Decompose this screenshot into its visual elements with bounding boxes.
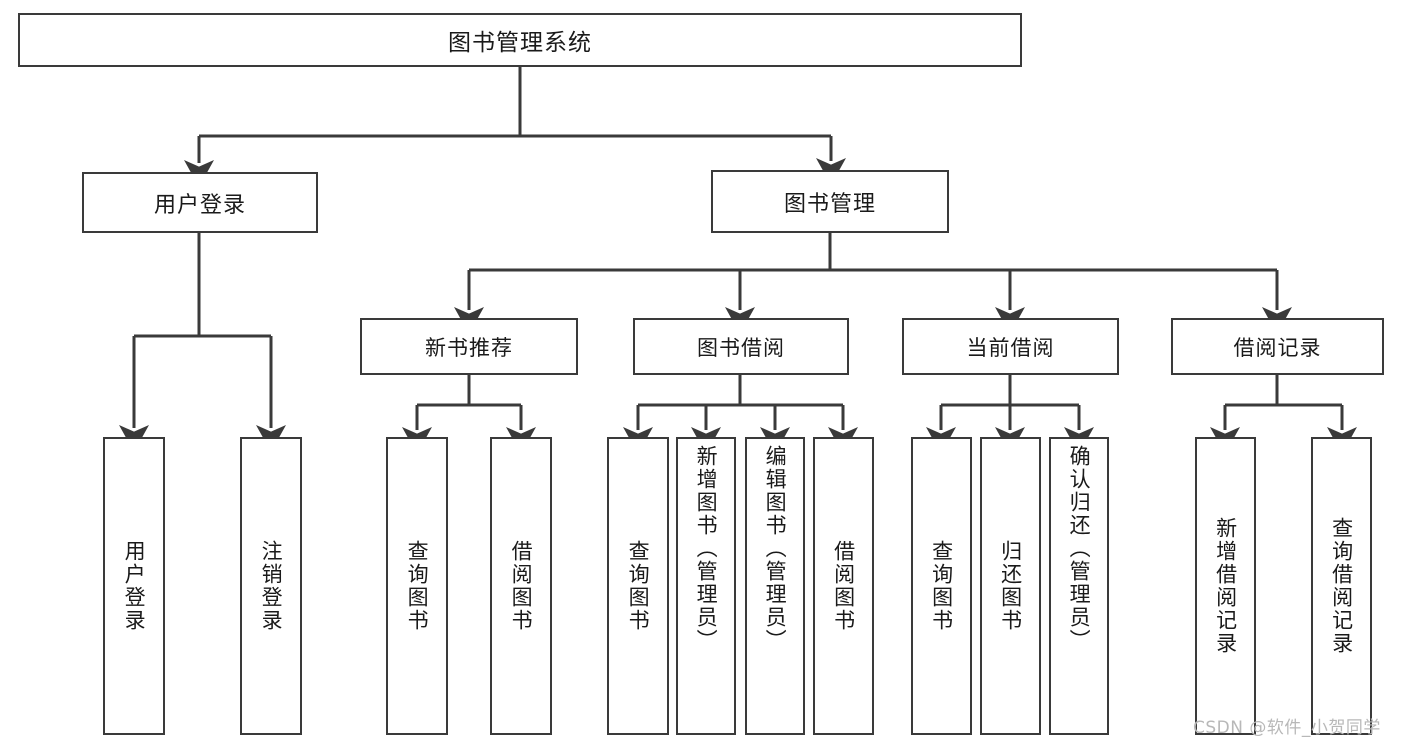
node-leaf-add-record[interactable]: 新增借阅记录 <box>1195 437 1256 735</box>
node-leaf-borrow-book-2[interactable]: 借阅图书 <box>813 437 874 735</box>
node-root-system[interactable]: 图书管理系统 <box>18 13 1022 67</box>
leaf-label: 新增图书（管理员） <box>694 445 719 652</box>
node-leaf-logout[interactable]: 注销登录 <box>240 437 302 735</box>
node-user-login[interactable]: 用户登录 <box>82 172 318 233</box>
watermark-text: CSDN @软件_小贺同学 <box>1193 718 1381 738</box>
node-leaf-borrow-book-1[interactable]: 借阅图书 <box>490 437 552 735</box>
leaf-label: 编辑图书（管理员） <box>763 445 788 652</box>
node-leaf-user-login[interactable]: 用户登录 <box>103 437 165 735</box>
node-leaf-add-book[interactable]: 新增图书（管理员） <box>676 437 736 735</box>
leaf-label: 查询图书 <box>405 540 430 632</box>
node-leaf-query-book-2[interactable]: 查询图书 <box>607 437 669 735</box>
leaf-label: 用户登录 <box>122 540 147 632</box>
node-leaf-query-record[interactable]: 查询借阅记录 <box>1311 437 1372 735</box>
node-leaf-edit-book[interactable]: 编辑图书（管理员） <box>745 437 805 735</box>
leaf-label: 借阅图书 <box>831 540 856 632</box>
leaf-label: 查询图书 <box>929 540 954 632</box>
node-leaf-return-book[interactable]: 归还图书 <box>980 437 1041 735</box>
leaf-label: 查询借阅记录 <box>1329 517 1354 655</box>
leaf-label: 借阅图书 <box>509 540 534 632</box>
node-new-book-recommend[interactable]: 新书推荐 <box>360 318 578 375</box>
node-borrow-record[interactable]: 借阅记录 <box>1171 318 1384 375</box>
leaf-label: 确认归还（管理员） <box>1067 445 1092 652</box>
leaf-label: 查询图书 <box>626 540 651 632</box>
node-book-borrow[interactable]: 图书借阅 <box>633 318 849 375</box>
leaf-label: 新增借阅记录 <box>1213 517 1238 655</box>
node-leaf-query-book-1[interactable]: 查询图书 <box>386 437 448 735</box>
node-leaf-confirm-return[interactable]: 确认归还（管理员） <box>1049 437 1109 735</box>
node-book-management[interactable]: 图书管理 <box>711 170 949 233</box>
node-current-borrow[interactable]: 当前借阅 <box>902 318 1119 375</box>
leaf-label: 注销登录 <box>259 540 284 632</box>
node-leaf-query-book-3[interactable]: 查询图书 <box>911 437 972 735</box>
leaf-label: 归还图书 <box>998 540 1023 632</box>
